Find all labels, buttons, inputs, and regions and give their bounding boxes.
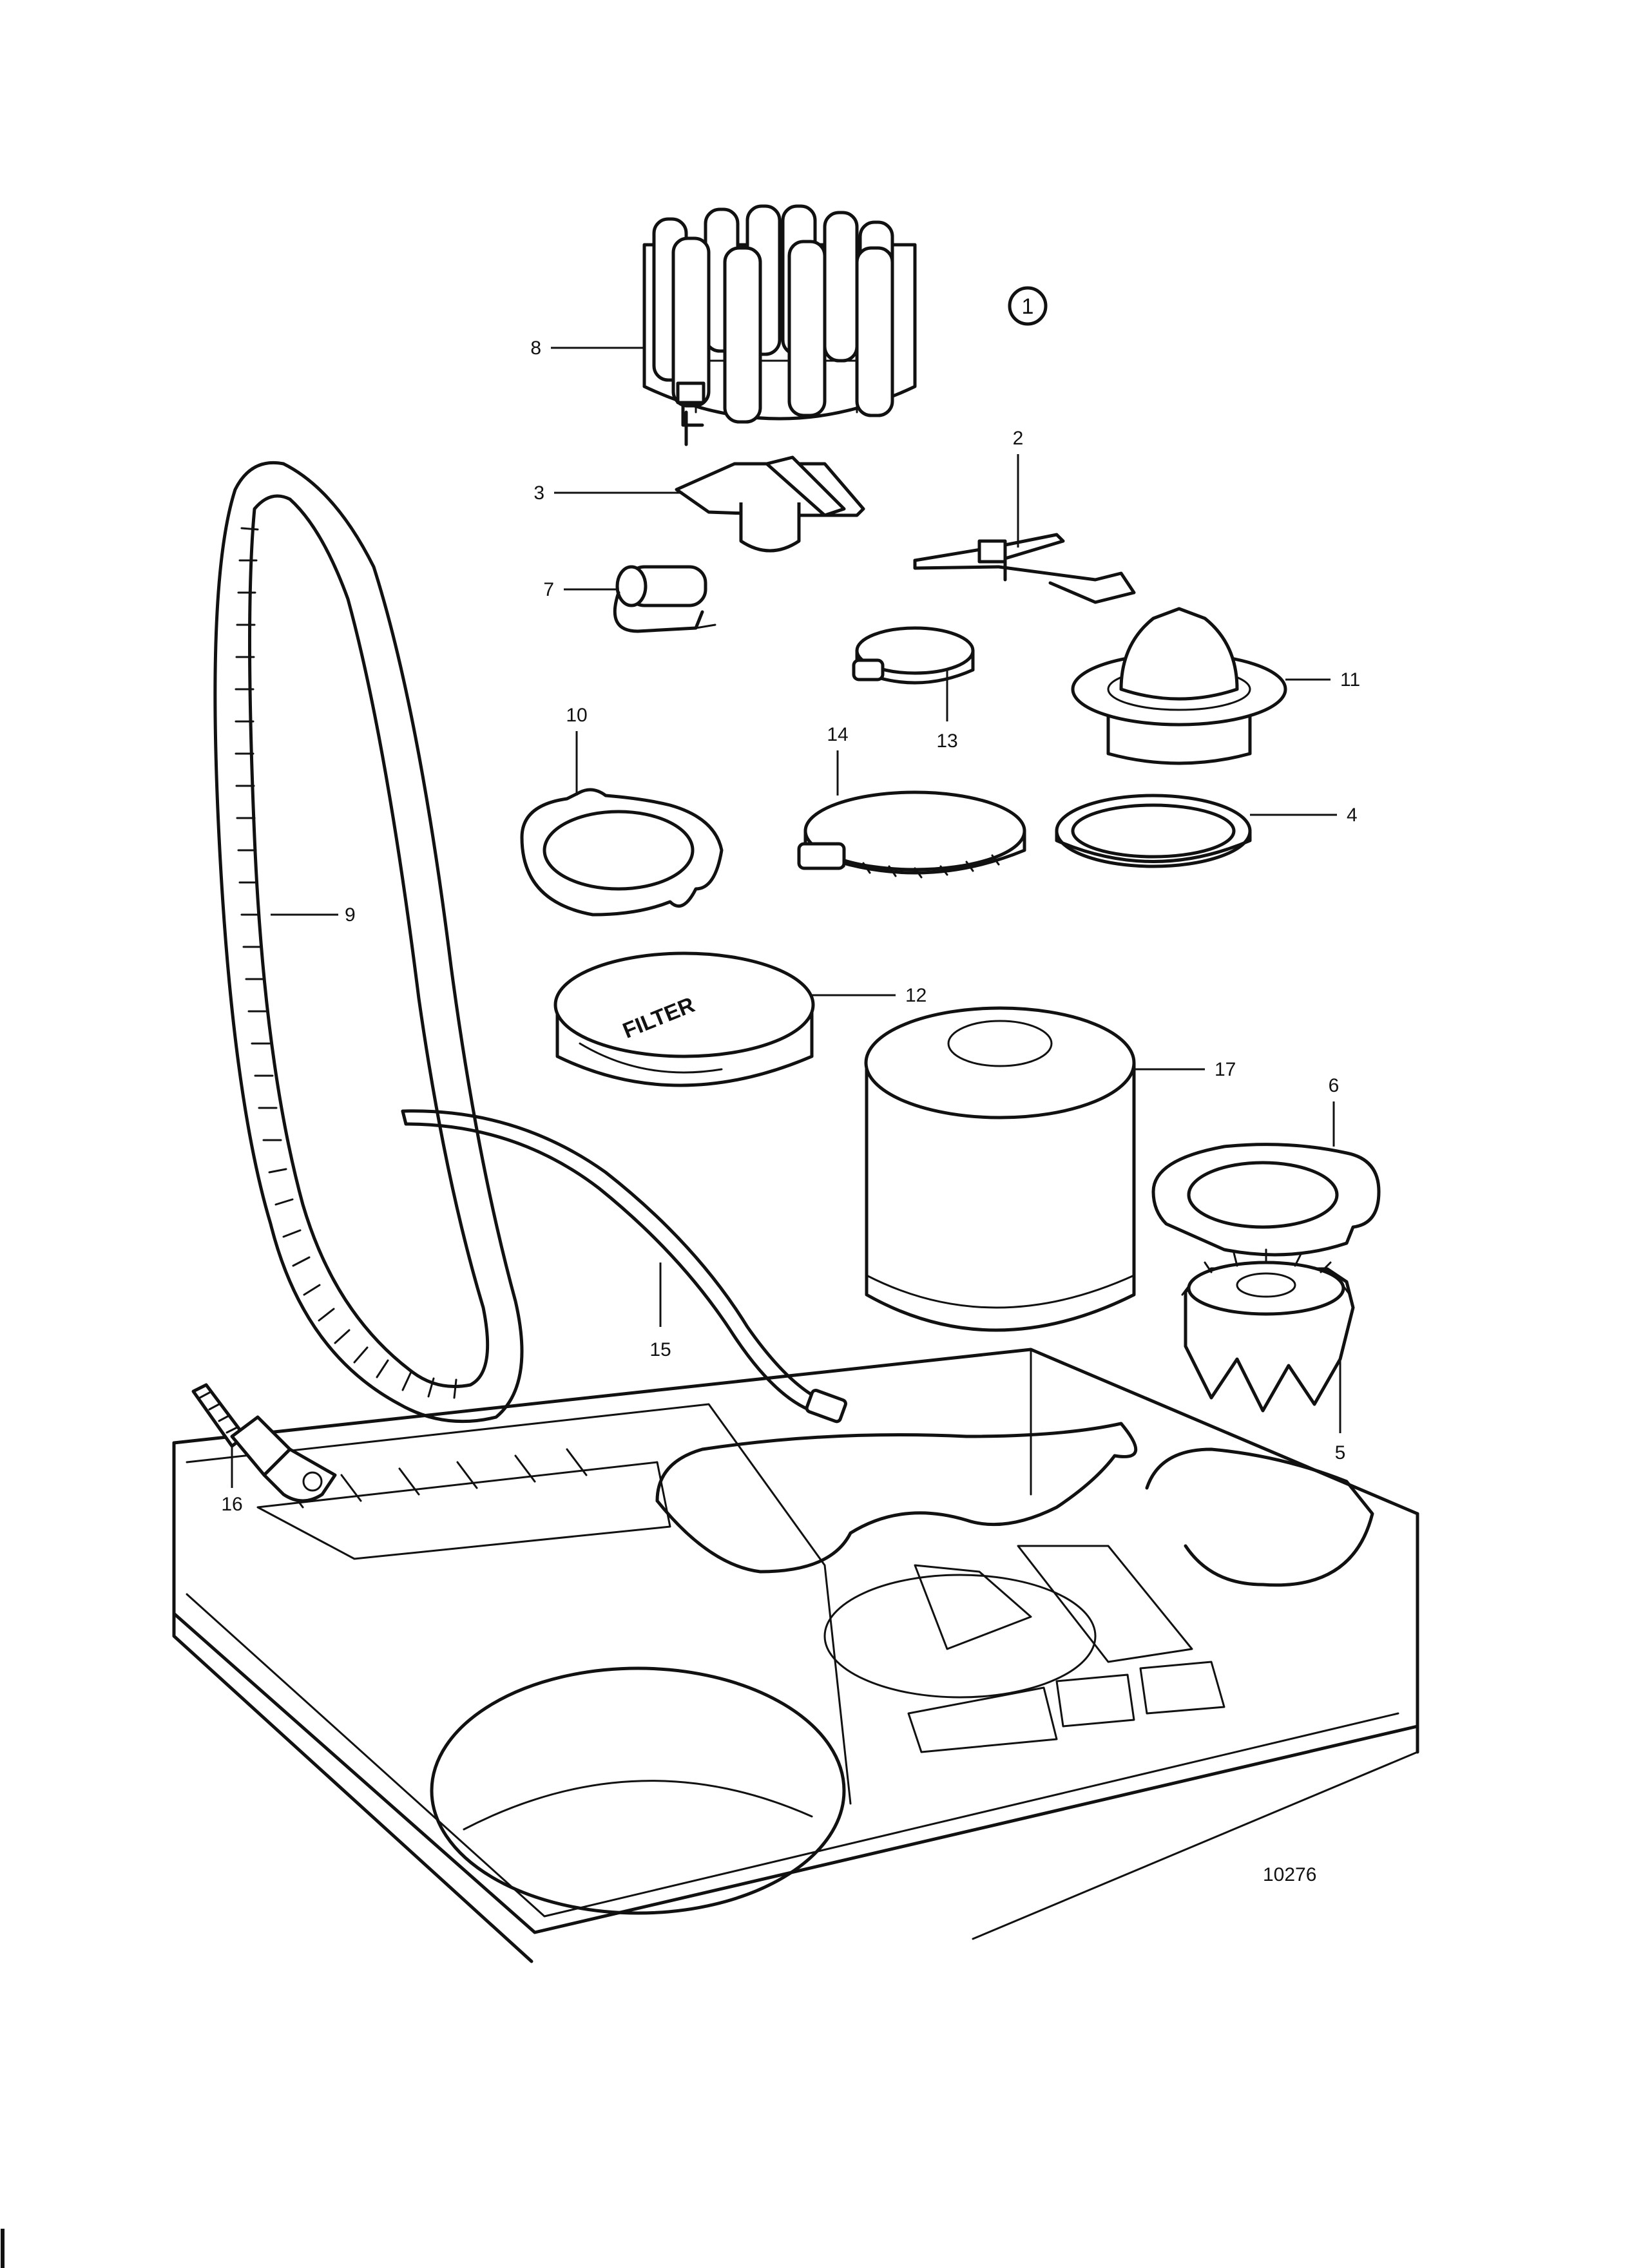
- figure-number-badge: 1: [1008, 286, 1048, 326]
- callout-10: 10: [566, 705, 587, 726]
- callout-14: 14: [827, 724, 848, 745]
- callout-12: 12: [905, 985, 927, 1006]
- filter-insert: FILTER: [553, 951, 815, 1087]
- drawing-number: 10276: [1263, 1864, 1316, 1885]
- callout-5: 5: [1335, 1442, 1346, 1463]
- callout-13: 13: [936, 730, 957, 752]
- sealing-ring: [1055, 794, 1252, 868]
- gasket-large: [520, 788, 724, 917]
- rubber-strip: [401, 1109, 847, 1424]
- callout-7: 7: [543, 579, 554, 600]
- callout-2: 2: [1013, 428, 1024, 449]
- callout-8: 8: [530, 338, 541, 359]
- callout-6: 6: [1329, 1075, 1340, 1096]
- oil-filter: [864, 1006, 1136, 1332]
- callout-9: 9: [345, 904, 356, 926]
- storage-case: [172, 1348, 1419, 1963]
- small-hose-clamp: [852, 626, 975, 685]
- large-hose-clamp: [797, 790, 1026, 879]
- contact-breaker: [913, 533, 1136, 604]
- figure-number: 1: [1022, 294, 1034, 319]
- callout-16: 16: [221, 1494, 242, 1515]
- callout-17: 17: [1215, 1059, 1236, 1080]
- condenser: [613, 565, 716, 633]
- drive-belt: [213, 461, 524, 1424]
- callout-3: 3: [533, 482, 544, 504]
- distributor-rotor: [675, 455, 865, 553]
- gasket-small: [1151, 1143, 1381, 1257]
- pump-impeller: [1181, 1248, 1355, 1413]
- callout-4: 4: [1347, 805, 1358, 826]
- distributor-cap: [642, 204, 917, 446]
- callout-11: 11: [1340, 669, 1360, 691]
- spark-plug: [191, 1383, 337, 1503]
- callout-15: 15: [649, 1339, 671, 1360]
- thermostat: [1071, 607, 1287, 765]
- callouts: 8 2 3 7 13 11 10 14 4 9 12 17 6 15 5 16: [221, 338, 1360, 1515]
